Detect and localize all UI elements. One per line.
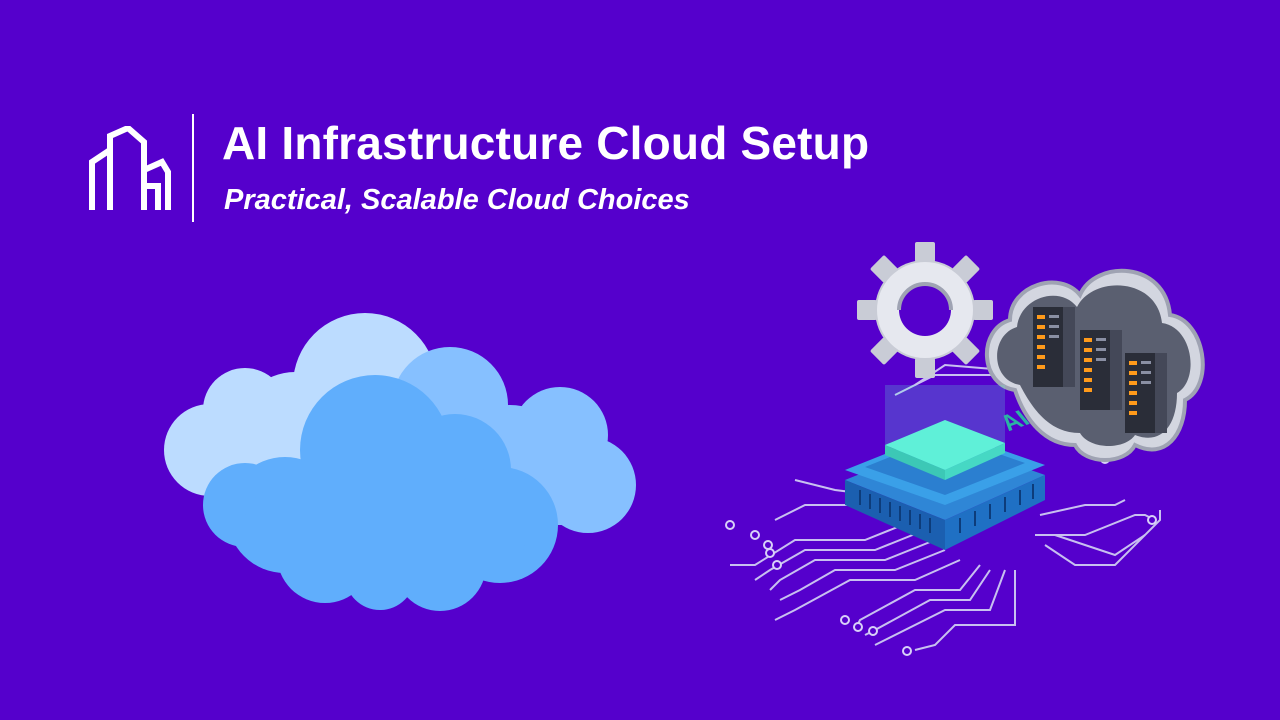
- cloud-icon: [164, 313, 636, 611]
- page-subtitle: Practical, Scalable Cloud Choices: [224, 184, 690, 216]
- buildings-logo-icon: [89, 126, 171, 210]
- page-title: AI Infrastructure Cloud Setup: [222, 117, 870, 169]
- title-divider: [192, 114, 194, 222]
- gear-icon: [857, 242, 993, 378]
- server-rack-icon: [985, 268, 1205, 462]
- ai-cloud-illustration: AI: [725, 242, 1205, 656]
- front-cloud: [203, 375, 558, 611]
- ai-chip-icon: AI: [845, 385, 1045, 550]
